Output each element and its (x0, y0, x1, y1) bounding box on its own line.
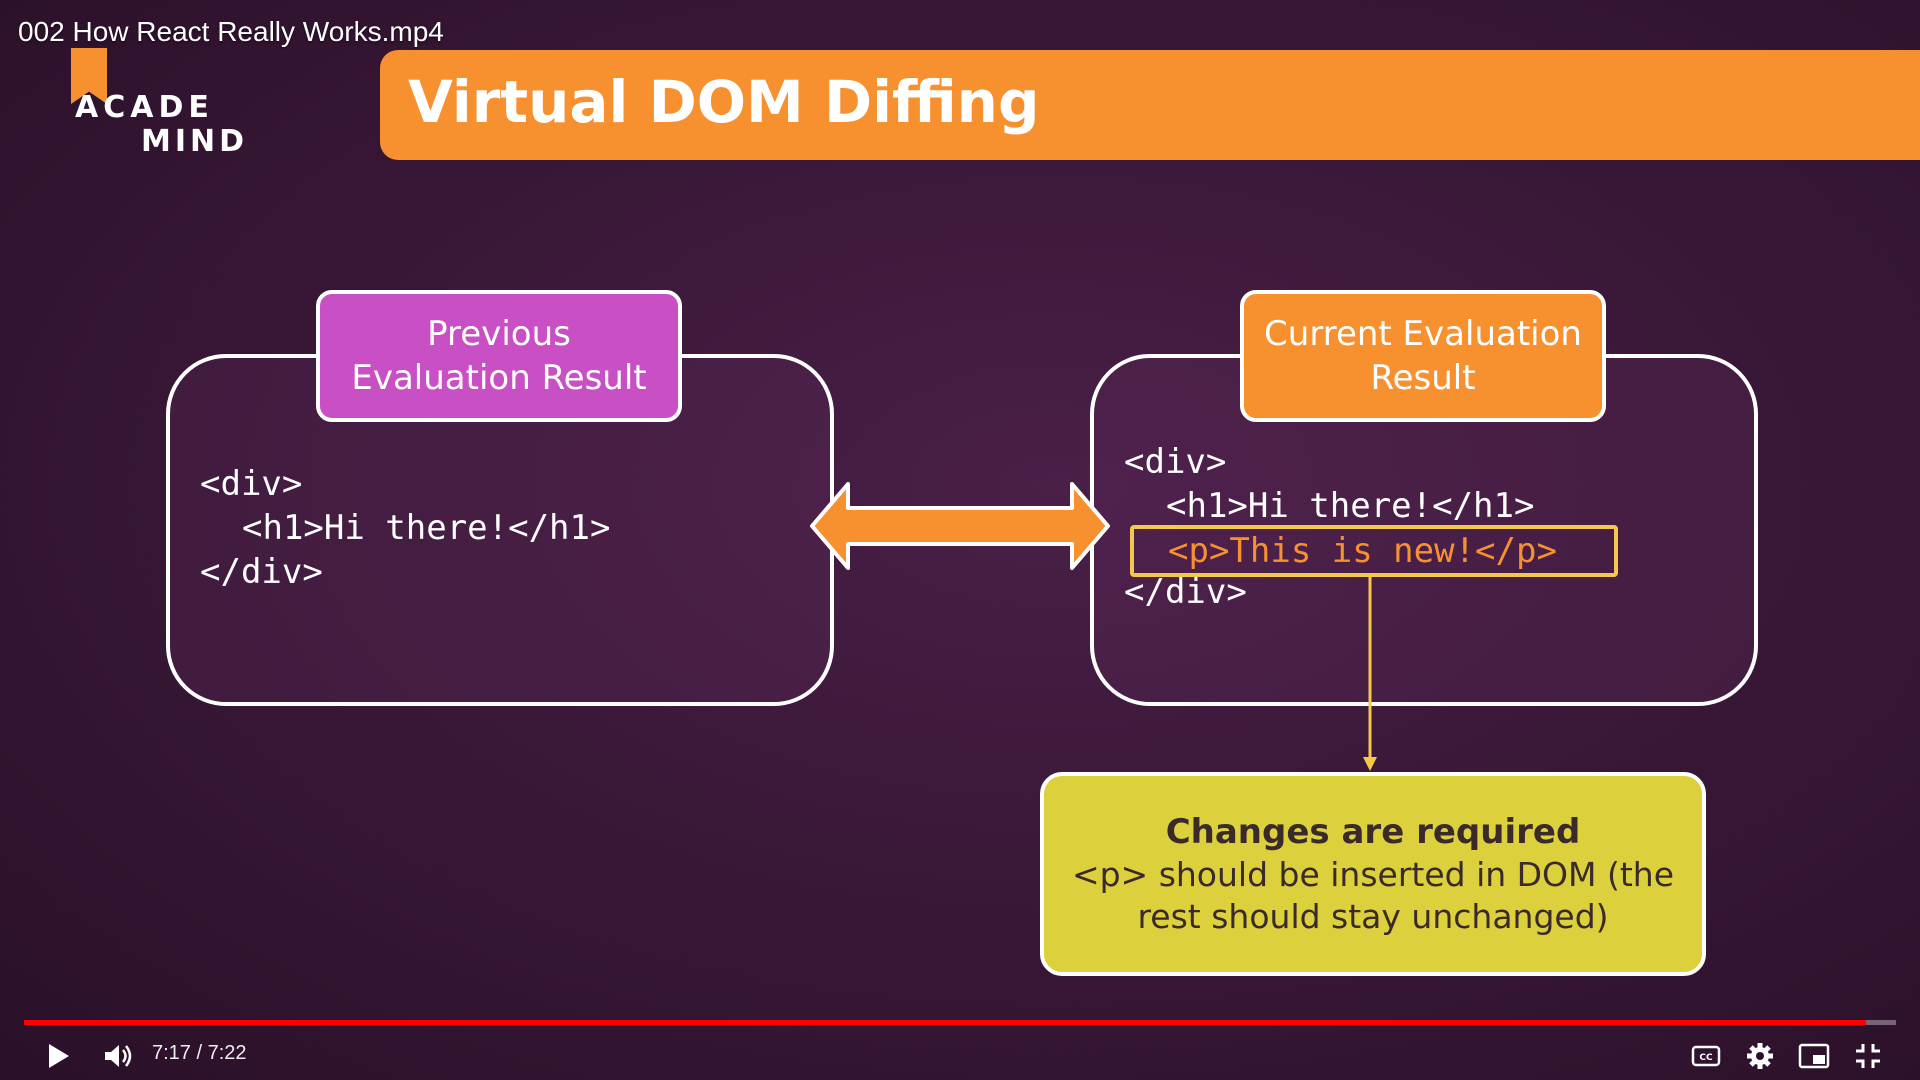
miniplayer-button[interactable] (1794, 1038, 1834, 1074)
previous-code-line: <div> (200, 464, 303, 504)
new-element-highlight: <p>This is new!</p> (1130, 525, 1618, 577)
play-icon (49, 1044, 69, 1068)
video-title: 002 How React Really Works.mp4 (18, 16, 444, 47)
current-code-line: </div> (1124, 572, 1247, 612)
progress-bar-fill (24, 1020, 1867, 1025)
changes-required-box: Changes are required <p> should be inser… (1040, 772, 1706, 976)
exit-fullscreen-icon (1856, 1044, 1880, 1068)
previous-code-line: <h1>Hi there!</h1> (242, 508, 611, 548)
logo-text-line1: ACADE (75, 90, 214, 125)
current-code-line: <div> (1124, 442, 1227, 482)
captions-button[interactable]: CC (1686, 1038, 1726, 1074)
slide-title: Virtual DOM Diffing (408, 68, 1040, 136)
exit-fullscreen-button[interactable] (1848, 1038, 1888, 1074)
settings-button[interactable] (1740, 1038, 1780, 1074)
academind-logo: ACADE MIND (55, 48, 255, 159)
svg-text:CC: CC (1699, 1053, 1713, 1063)
connector-arrow-icon (1363, 573, 1377, 771)
logo-text-line2: MIND (141, 124, 249, 159)
slide-title-banner: Virtual DOM Diffing (380, 50, 1920, 160)
captions-icon: CC (1691, 1045, 1721, 1067)
volume-button[interactable] (98, 1038, 138, 1074)
settings-icon (1747, 1043, 1773, 1069)
changes-title: Changes are required (1165, 812, 1581, 852)
current-code-new-line: <p>This is new!</p> (1168, 531, 1557, 571)
current-result-label: Current Evaluation Result (1240, 290, 1606, 422)
previous-result-label: Previous Evaluation Result (316, 290, 682, 422)
miniplayer-icon (1798, 1043, 1830, 1069)
current-code-line: <h1>Hi there!</h1> (1166, 486, 1535, 526)
play-button[interactable] (38, 1038, 78, 1074)
previous-code-line: </div> (200, 552, 323, 592)
player-controls: 7:17 / 7:22 CC (0, 1030, 1920, 1080)
time-display: 7:17 / 7:22 (152, 1042, 247, 1064)
volume-icon (105, 1045, 132, 1067)
compare-double-arrow-icon (810, 482, 1110, 570)
progress-bar[interactable] (24, 1020, 1896, 1025)
changes-description: <p> should be inserted in DOM (the rest … (1071, 855, 1675, 936)
